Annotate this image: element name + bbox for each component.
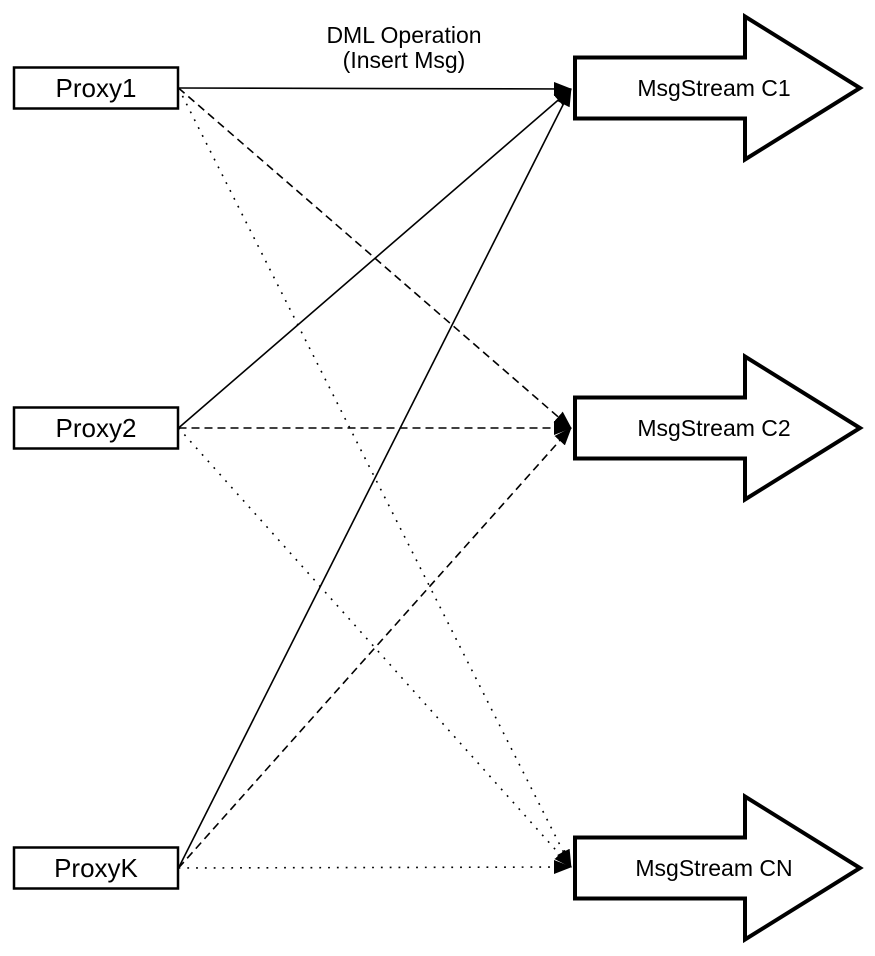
block-arrow-c1-icon [573,12,864,164]
block-arrow-c2-icon [573,352,864,504]
edge-proxy2-c1 [177,88,572,429]
edge-proxyk-c2 [177,427,572,869]
block-arrow-cn-icon [573,792,864,944]
proxy1-box [12,66,180,110]
edge-proxyk-cn [178,860,572,875]
edge-proxy1-c2 [177,87,572,429]
edge-proxy2-cn [177,427,572,868]
proxy2-label: Proxy2 [56,413,137,443]
proxy2-node: Proxy2 [12,406,180,450]
proxyk-node: ProxyK [12,846,180,890]
proxyk-box [12,846,180,890]
stream-cn-label: MsgStream CN [635,855,792,881]
dml-annotation-line1: DML Operation [326,22,481,48]
edge-proxyk-c1 [177,88,572,869]
stream-c2: MsgStream C2 [573,352,864,504]
edge-proxy1-c1 [178,81,572,96]
stream-c1: MsgStream C1 [573,12,864,164]
edges-layer [177,81,572,875]
proxyk-label: ProxyK [54,853,138,883]
stream-cn: MsgStream CN [573,792,864,944]
proxy1-label: Proxy1 [56,73,137,103]
proxy1-node: Proxy1 [12,66,180,110]
stream-c1-label: MsgStream C1 [637,75,790,101]
stream-c2-label: MsgStream C2 [637,415,790,441]
proxy2-box [12,406,180,450]
dml-annotation-line2: (Insert Msg) [343,47,466,73]
